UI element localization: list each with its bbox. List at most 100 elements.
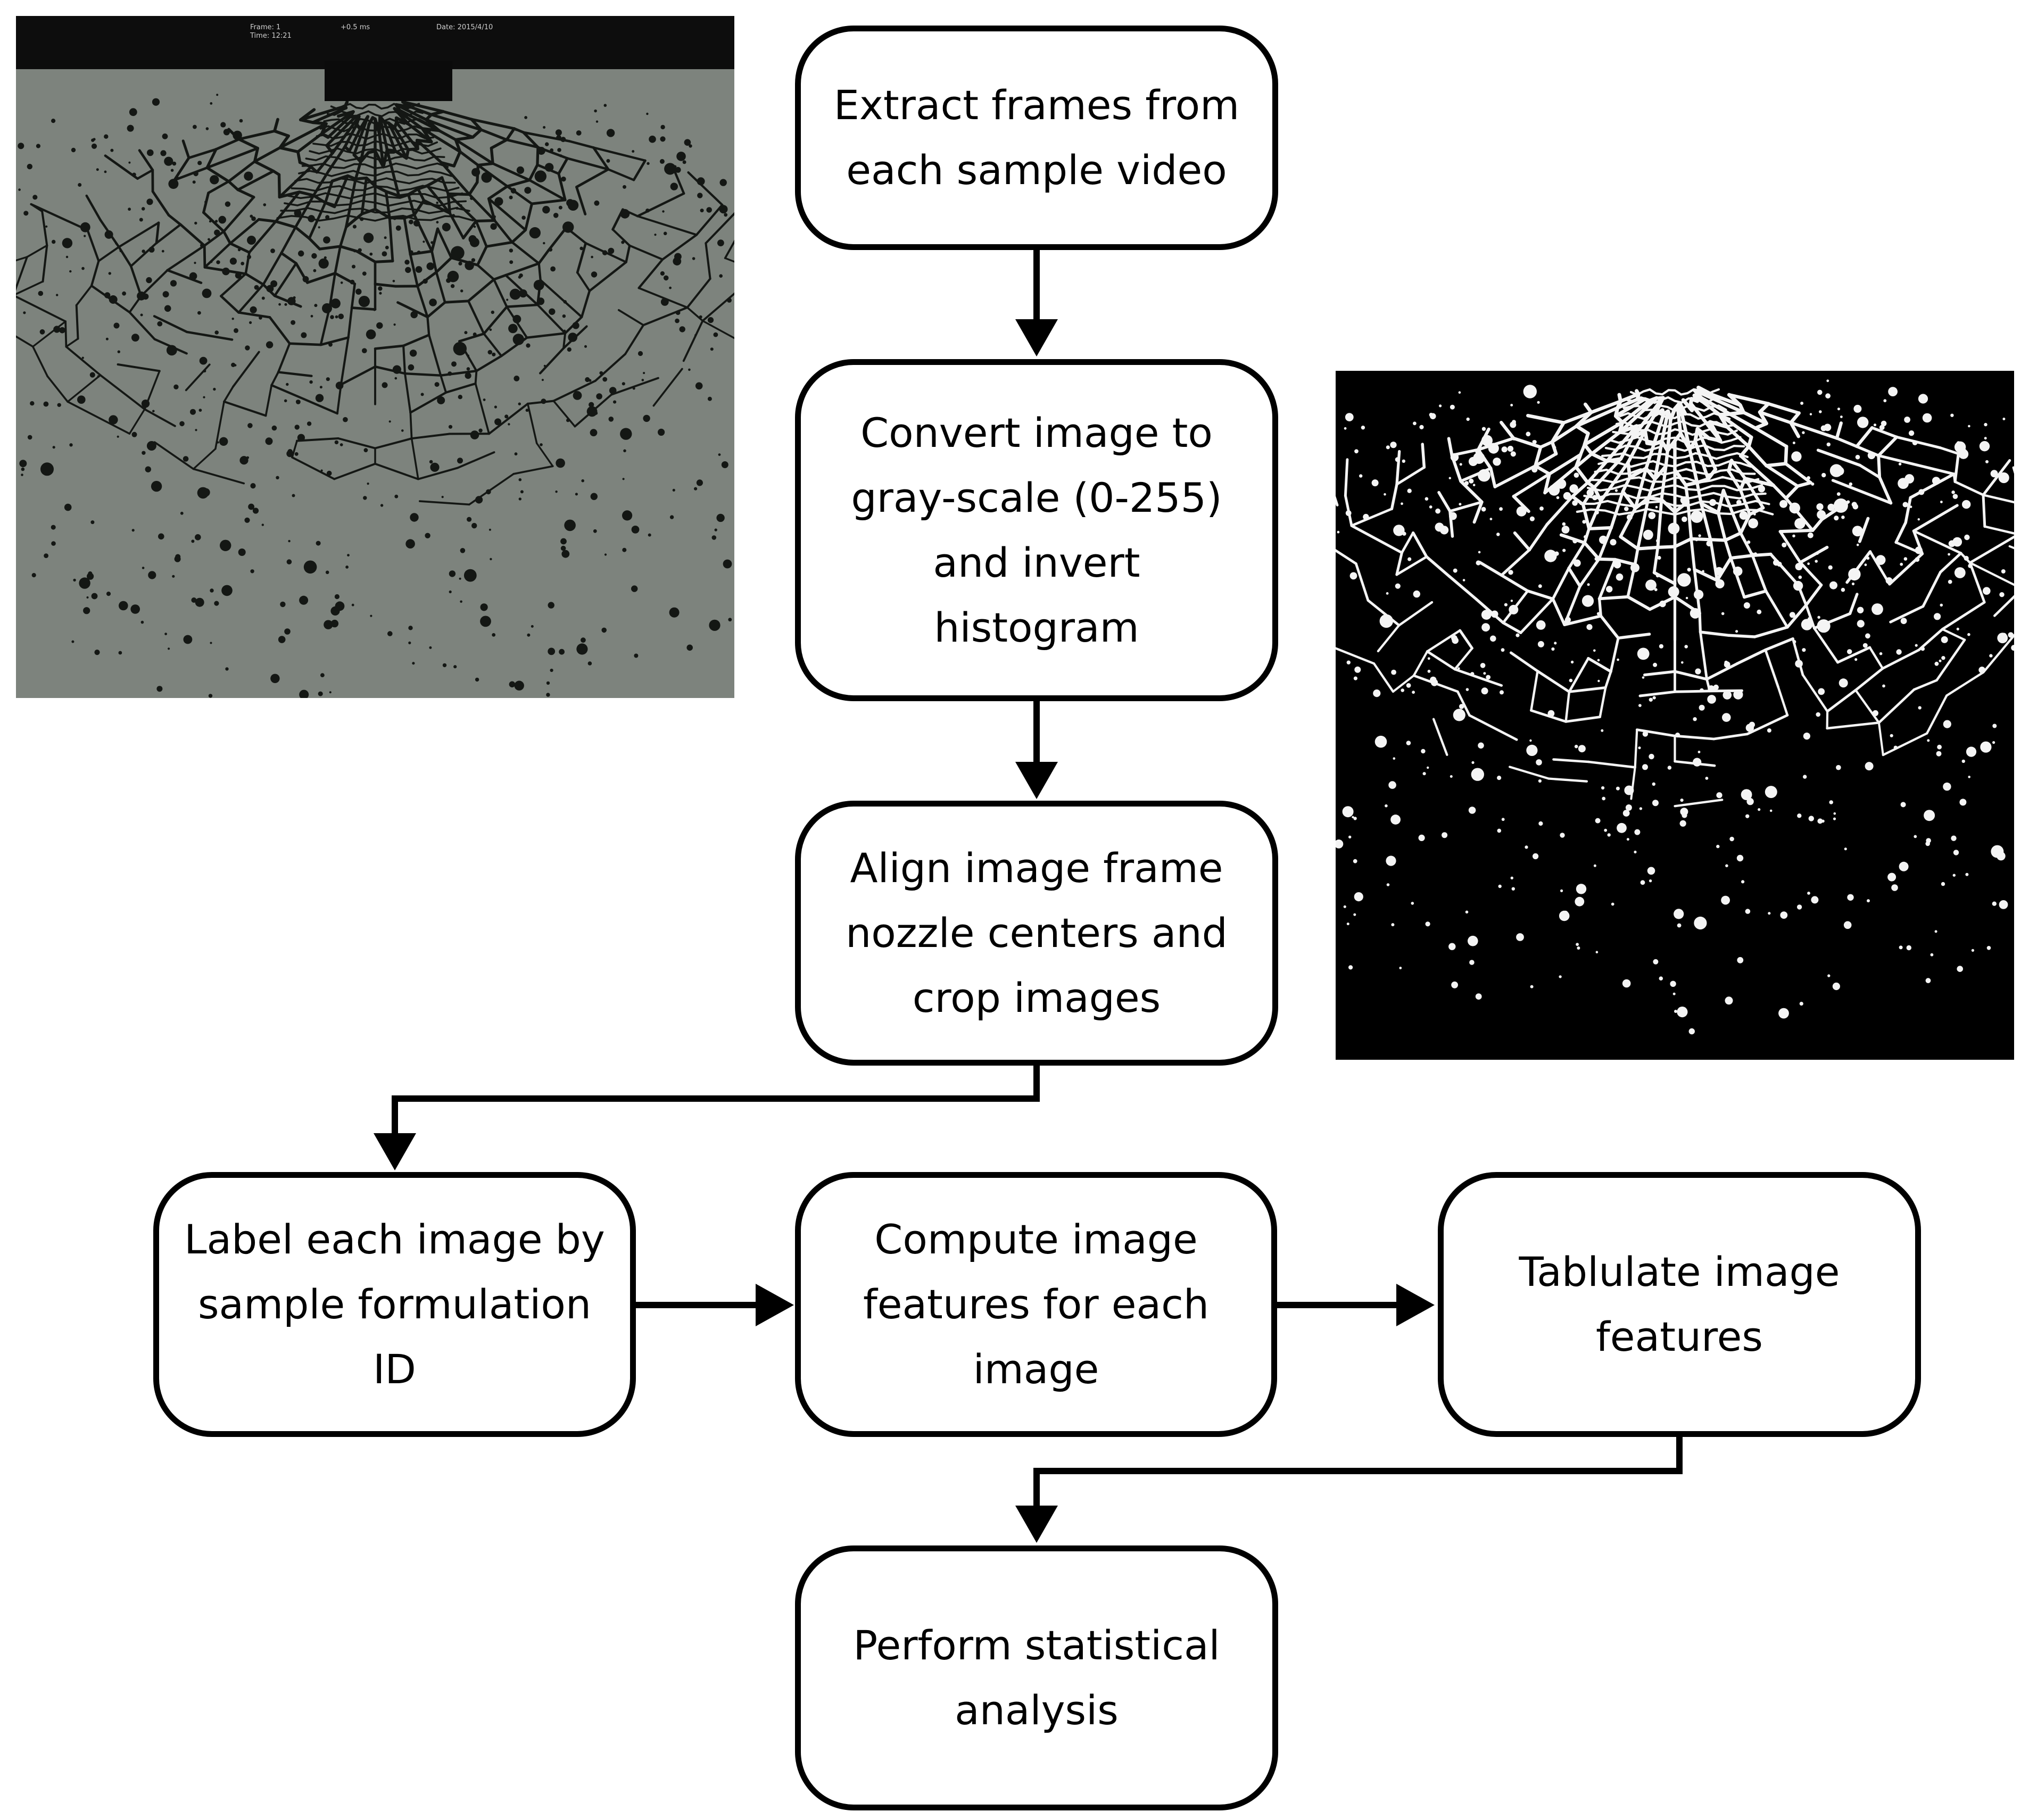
droplet [205,127,209,130]
droplet [64,503,72,511]
droplet [315,394,324,402]
ligament [440,370,478,377]
ligament [1699,501,1720,514]
droplet [1803,775,1807,779]
droplet [1745,909,1751,914]
core-sheet-wave [1608,436,1742,444]
droplet [30,401,35,406]
droplet [1925,978,1931,984]
droplet [1569,678,1573,683]
ligament [294,226,311,240]
ligament [1502,621,1522,634]
ligament [1945,671,1985,697]
droplet [1450,404,1455,410]
ligament [1536,670,1571,693]
droplet [286,383,289,386]
core-sheet-wave [1594,468,1756,476]
ligament [1917,628,1944,651]
droplet [23,211,29,216]
droplet [239,456,249,465]
droplet [217,441,219,444]
droplet [139,218,143,222]
droplet [1427,669,1431,673]
droplet [1448,477,1451,479]
ligament [1547,777,1588,783]
ligament [227,160,256,183]
droplet [1419,425,1424,429]
droplet [1715,579,1725,588]
droplet [1807,892,1810,895]
droplet [1526,744,1538,756]
droplet [1587,583,1590,586]
core-sheet-wave [327,110,424,118]
droplet [43,401,49,407]
ligament [1568,686,1607,693]
ligament [1545,495,1574,526]
droplet [1745,724,1754,732]
droplet [1597,679,1600,683]
droplet [1569,484,1578,493]
droplet [319,386,322,389]
droplet [1853,404,1862,413]
droplet [1412,691,1415,694]
droplet [164,633,167,635]
droplet [367,483,369,485]
droplet [1427,766,1429,769]
ligament [136,169,154,180]
droplet [1857,606,1864,613]
droplet [194,262,196,264]
ligament [237,311,271,319]
ligament [1447,437,1454,457]
droplet [606,159,610,163]
droplet [1691,510,1703,523]
droplet [1695,668,1701,675]
droplet [587,661,592,666]
droplet [521,215,526,220]
droplet [366,329,376,339]
ligament [274,220,297,229]
droplet [284,303,287,306]
ligament [527,403,538,444]
droplet [557,148,561,152]
droplet [147,149,154,156]
droplet [210,642,212,644]
droplet [1472,484,1476,486]
droplet [1912,440,1918,445]
ligament [1816,448,1862,467]
droplet [1827,503,1835,511]
ligament [1690,537,1712,542]
droplet [251,216,256,221]
droplet [1435,522,1444,532]
droplet [353,250,356,253]
ligament [592,146,647,162]
droplet [1652,800,1659,807]
ligament [1636,496,1650,551]
droplet [1576,943,1579,946]
ligament [1826,710,1829,730]
droplet [1968,776,1970,778]
core-sheet-wave [280,207,470,214]
ligament [374,462,419,480]
droplet [1966,746,1977,757]
droplet [534,170,546,182]
droplet [529,227,541,239]
droplet [647,162,650,165]
droplet [426,262,435,270]
ligament [1589,400,1622,414]
droplet [713,332,718,337]
droplet [202,288,212,298]
ligament [1609,636,1620,673]
droplet [1485,438,1492,445]
droplet [1915,546,1923,554]
ligament [1336,647,1376,665]
droplet [392,365,402,374]
droplet [1425,921,1430,927]
ligament [1870,426,1899,439]
droplet [1652,696,1656,700]
ligament [490,146,494,165]
ligament [223,400,267,417]
ligament [1493,464,1537,488]
ligament [1575,406,1619,428]
ligament [1564,716,1602,723]
ligament [1619,392,1641,403]
